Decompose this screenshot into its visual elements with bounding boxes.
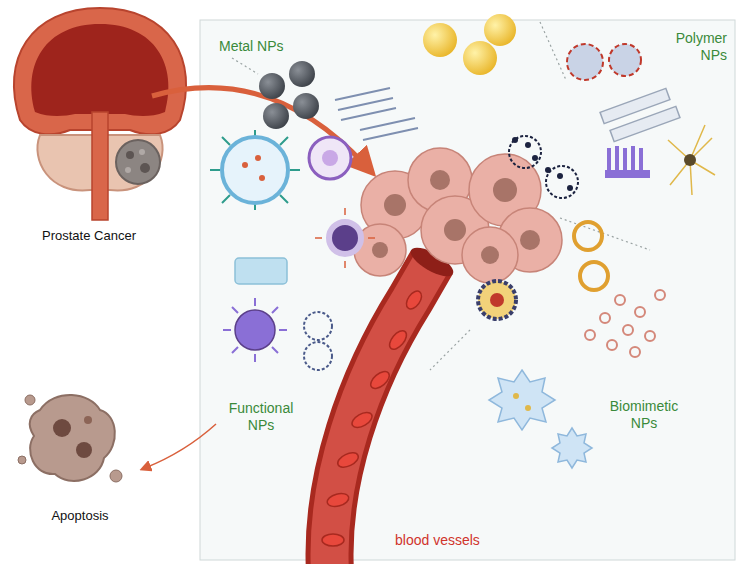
biomimetic-nanoparticle bbox=[478, 222, 665, 468]
caption-label: Apoptosis bbox=[20, 508, 140, 524]
divider bbox=[232, 22, 650, 370]
group-label: Metal NPs bbox=[219, 38, 329, 55]
blood-vessel bbox=[322, 242, 457, 564]
group-label: Polymer NPs bbox=[655, 30, 727, 64]
polymer-nanoparticle bbox=[509, 44, 715, 198]
metal-nanoparticle bbox=[259, 14, 516, 140]
group-label: Biomimetic NPs bbox=[596, 398, 692, 432]
vessel-label: blood vessels bbox=[395, 532, 525, 549]
pointer-arrow bbox=[145, 424, 216, 468]
group-label: Functional NPs bbox=[215, 400, 307, 434]
apoptotic-cell bbox=[18, 395, 122, 482]
tumor bbox=[354, 148, 562, 283]
organ-label: Prostate Cancer bbox=[14, 228, 164, 244]
prostate-organ bbox=[14, 8, 186, 220]
functional-nanoparticle bbox=[210, 130, 375, 370]
